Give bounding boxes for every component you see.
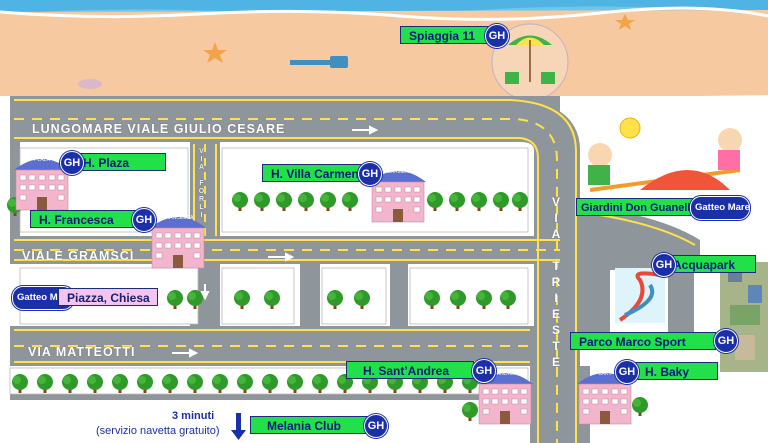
sign-francesca: FRANCESCA xyxy=(163,215,195,221)
hotel-francesca-building xyxy=(149,216,207,269)
sign-carmen: CARMEN xyxy=(387,169,409,175)
label-acquapark[interactable]: Acquapark xyxy=(664,255,756,273)
label-hotel-plaza[interactable]: H. Plaza xyxy=(74,153,166,171)
street-lungomare: LUNGOMARE VIALE GIULIO CESARE xyxy=(32,122,286,136)
gh-logo-icon: GH xyxy=(485,24,509,48)
acquapark-illustration xyxy=(615,268,665,323)
shovel-icon xyxy=(290,56,348,68)
gh-logo-icon: GH xyxy=(358,162,382,186)
parco-aerial-photo xyxy=(720,262,768,372)
umbrella-icon xyxy=(491,23,569,101)
street-forli: VIA FORLI xyxy=(198,148,205,220)
street-trieste: VIA TRIESTE xyxy=(549,195,563,371)
label-melania-club[interactable]: Melania Club xyxy=(250,416,370,434)
gh-logo-icon: GH xyxy=(472,359,496,383)
gatteo-mare-logo-icon: Gatteo Mare xyxy=(690,196,750,220)
gh-logo-icon: GH xyxy=(132,208,156,232)
gh-logo-icon: GH xyxy=(364,414,388,438)
beach-sand xyxy=(0,10,768,96)
sign-plaza: PLAZA xyxy=(34,157,51,163)
street-gramsci: VIALE GRAMSCI xyxy=(22,249,135,263)
label-hotel-santandrea[interactable]: H. Sant’Andrea xyxy=(346,361,474,379)
label-giardini[interactable]: Giardini Don Guanella xyxy=(576,198,697,216)
gh-logo-icon: GH xyxy=(652,253,676,277)
label-parco-marco-sport[interactable]: Parco Marco Sport xyxy=(570,332,716,350)
shell-icon xyxy=(78,79,102,89)
label-hotel-villa-carmen[interactable]: H. Villa Carmen xyxy=(262,164,366,182)
starfish-icon xyxy=(203,42,227,63)
direction-arrows xyxy=(172,125,379,358)
street-matteotti: VIA MATTEOTTI xyxy=(28,345,136,359)
gh-logo-icon: GH xyxy=(60,151,84,175)
shuttle-note: (servizio navetta gratuito) xyxy=(96,425,220,437)
label-piazza-chiesa[interactable]: Piazza, Chiesa xyxy=(58,288,158,306)
sign-baky: BAKY xyxy=(598,371,612,377)
starfish-icon xyxy=(615,14,635,30)
playground-illustration xyxy=(588,117,742,192)
label-spiaggia[interactable]: Spiaggia 11 xyxy=(400,26,494,44)
arrow-down-icon xyxy=(231,413,246,440)
travel-time: 3 minuti xyxy=(172,410,215,422)
gh-logo-icon: GH xyxy=(714,329,738,353)
gh-logo-icon: GH xyxy=(615,360,639,384)
label-hotel-baky[interactable]: H. Baky xyxy=(630,362,718,380)
sign-santandrea: S.ANDREA xyxy=(492,371,518,377)
label-hotel-francesca[interactable]: H. Francesca xyxy=(30,210,140,228)
